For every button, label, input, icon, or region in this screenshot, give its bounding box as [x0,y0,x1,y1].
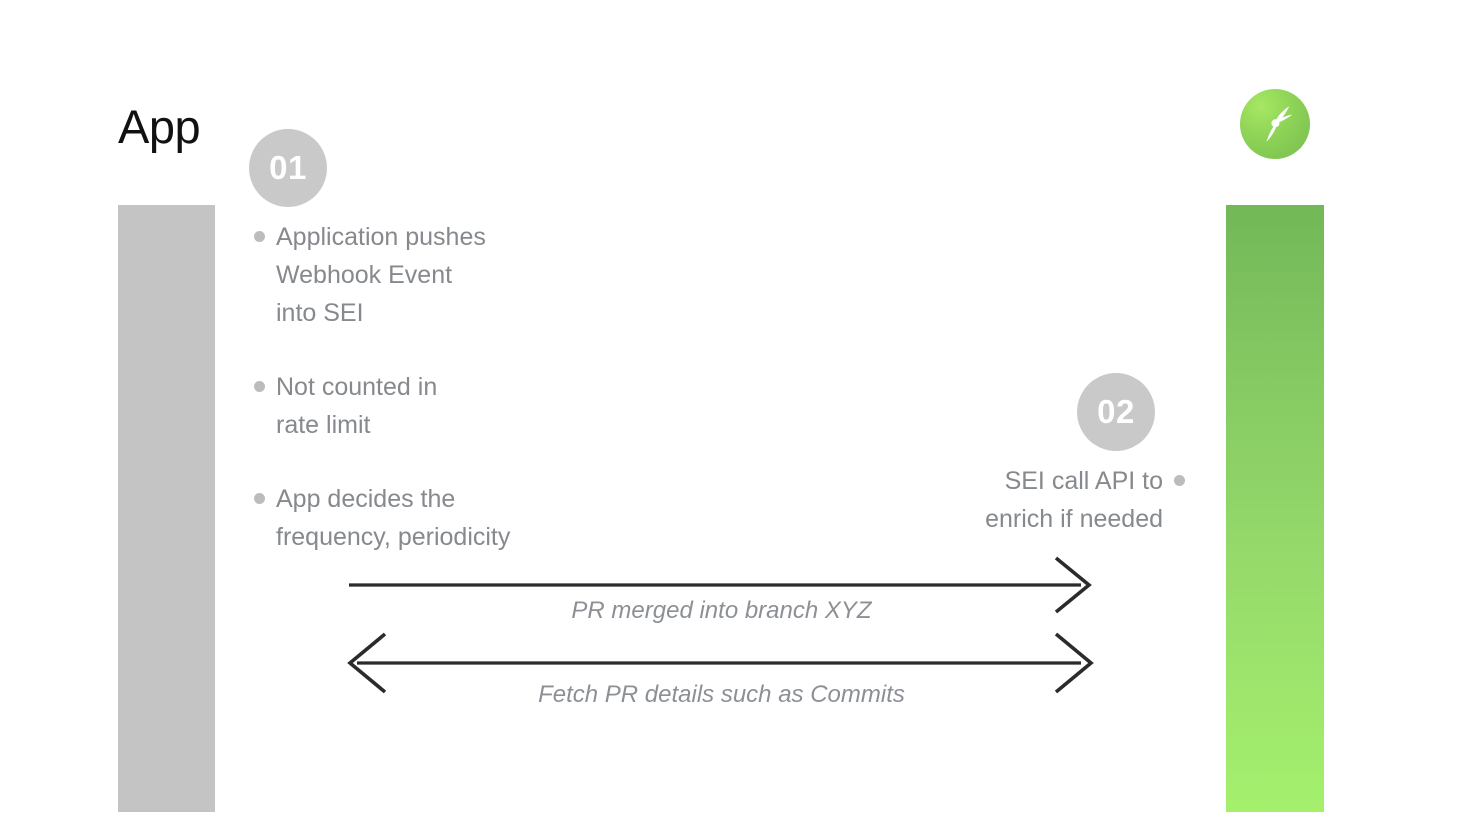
list-item: App decides the frequency, periodicity [254,480,674,556]
bullet-dot-icon [254,493,265,504]
bullet-text: Application pushes Webhook Event into SE… [276,223,486,327]
list-item: Application pushes Webhook Event into SE… [254,218,674,332]
propeller-logo-icon [1240,89,1310,159]
bullet-text: Not counted in rate limit [276,373,438,439]
page-title: App [118,100,201,153]
list-item: Not counted in rate limit [254,368,674,444]
step-badge-01: 01 [249,129,327,207]
app-lane-column [118,205,215,812]
sei-lane-column [1226,205,1324,812]
bullet-dot-icon [254,231,265,242]
bullet-dot-icon [254,381,265,392]
message-label-1: PR merged into branch XYZ [571,597,872,624]
bullet-text: App decides the frequency, periodicity [276,485,511,551]
message-arrow-right [349,556,1094,614]
message-label-2: Fetch PR details such as Commits [538,681,905,708]
list-item: SEI call API to enrich if needed [840,462,1185,538]
step-badge-02: 02 [1077,373,1155,451]
bullet-dot-icon [1174,475,1185,486]
bullet-text: SEI call API to enrich if needed [985,467,1163,533]
step-01-bullet-list: Application pushes Webhook Event into SE… [254,218,674,556]
message-arrow-bidirectional [347,632,1094,694]
step-02-bullet-list: SEI call API to enrich if needed [840,462,1185,538]
